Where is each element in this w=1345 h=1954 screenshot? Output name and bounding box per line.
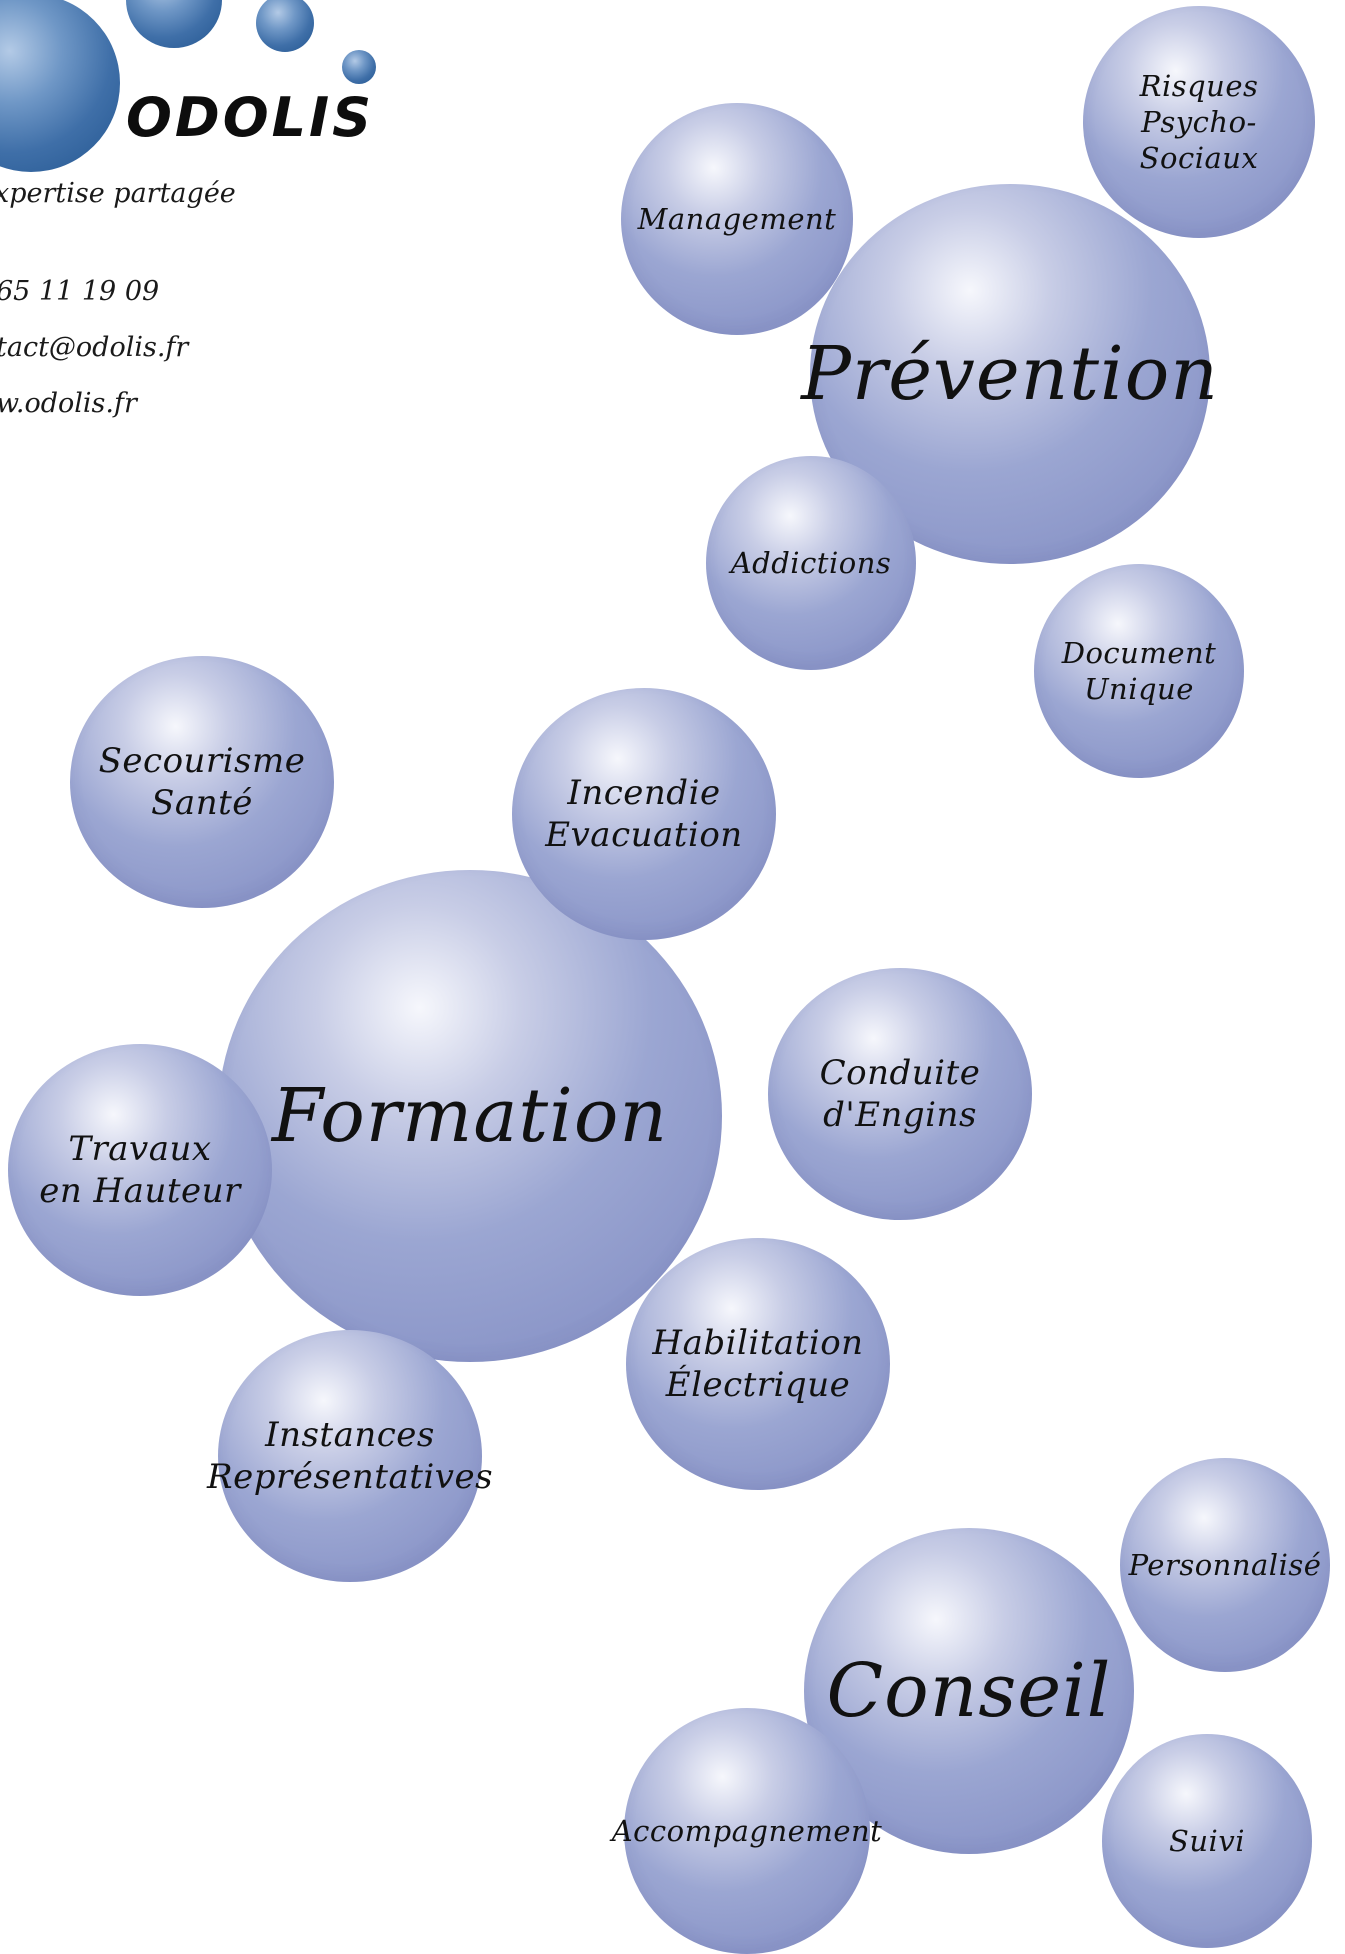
bubble-label: Représentatives [206,1457,494,1497]
bubble-label: Prévention [801,330,1219,417]
logo-circle-large [0,0,120,172]
bubble-label: d'Engins [823,1095,977,1135]
logo-circle-medium [126,0,222,48]
bubble-label: Unique [1084,672,1194,706]
bubble-label: Secourisme [98,740,306,781]
bubble-label: en Hauteur [39,1171,241,1211]
contact-website: w.odolis.fr [0,388,137,419]
contact-email: tact@odolis.fr [0,332,189,363]
logo-circle-small [256,0,314,52]
bubble-label: Addictions [730,545,892,580]
bubble-label: Psycho- [1141,104,1257,139]
bubble-habilitation-electrique: Habilitation Électrique [626,1238,890,1490]
bubble-label: Accompagnement [611,1813,883,1848]
bubble-label: Travaux [68,1128,212,1169]
bubble-label: Management [637,201,837,236]
bubble-suivi: Suivi [1102,1734,1312,1948]
bubble-incendie-evacuation: Incendie Evacuation [512,688,776,940]
bubble-addictions: Addictions [706,456,916,670]
brand-name: ODOLIS [126,86,375,149]
bubble-label: Document [1061,635,1217,670]
bubble-management: Management [621,103,853,335]
bubble-instances-representatives: Instances Représentatives [207,1330,493,1582]
bubble-label: Électrique [665,1365,851,1405]
bubble-risques-psycho-sociaux: Risques Psycho- Sociaux [1083,6,1315,238]
bubble-accompagnement: Accompagnement [612,1708,882,1954]
bubble-label: Formation [271,1072,669,1159]
bubble-personnalise: Personnalisé [1120,1458,1330,1672]
bubble-label: Santé [151,783,253,823]
bubble-label: Sociaux [1139,141,1259,176]
bubble-document-unique: Document Unique [1034,564,1244,778]
bubble-label: Evacuation [545,815,743,855]
bubble-travaux-hauteur: Travaux en Hauteur [8,1044,272,1296]
contact-phone: 65 11 19 09 [0,276,160,307]
bubble-label: Instances [265,1414,435,1455]
bubble-label: Conseil [826,1647,1112,1734]
bubble-label: Incendie [567,772,721,813]
bubble-conduite-engins: Conduite d'Engins [768,968,1032,1220]
bubble-label: Conduite [819,1052,981,1093]
bubble-label: Habilitation [652,1322,864,1363]
bubble-formation: Formation [218,870,722,1362]
bubble-secourisme-sante: Secourisme Santé [70,656,334,908]
logo-circle-tiny [342,50,376,84]
bubble-label: Personnalisé [1128,1547,1322,1582]
bubble-label: Suivi [1169,1823,1245,1858]
bubble-label: Risques [1139,68,1259,103]
brand-tagline: xpertise partagée [0,178,236,209]
